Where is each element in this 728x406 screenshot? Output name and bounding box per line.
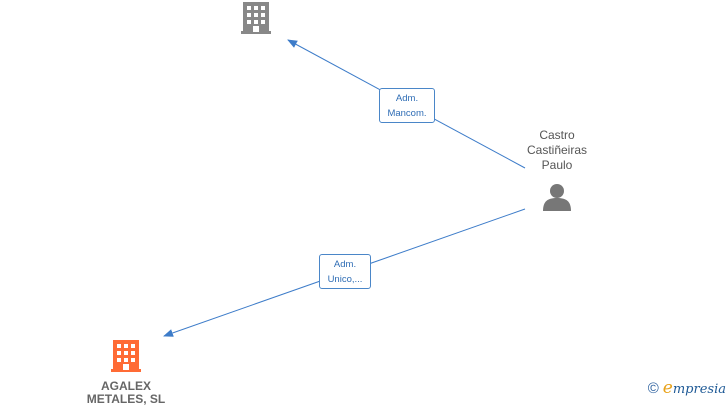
- person-name-line: Paulo: [541, 158, 573, 172]
- empresia-watermark: © empresia: [648, 378, 726, 398]
- empresia-logo: empresia: [662, 378, 726, 398]
- person-name[interactable]: Castro Castiñeiras Paulo: [505, 128, 609, 173]
- person-name-line: Castro: [539, 128, 575, 142]
- edge-label-adm-mancom[interactable]: Adm. Mancom.: [379, 88, 435, 123]
- copyright-icon: ©: [647, 379, 659, 397]
- edge-label-line: Mancom.: [387, 108, 427, 119]
- person-name-line: Castiñeiras: [526, 143, 588, 157]
- edge-label-line: Unico,...: [327, 274, 363, 285]
- edge-label-adm-unico[interactable]: Adm. Unico,...: [319, 254, 371, 289]
- edge-label-line: Adm.: [333, 259, 357, 270]
- building-icon[interactable]: [241, 2, 271, 34]
- edge-label-line: Adm.: [395, 93, 419, 104]
- person-icon[interactable]: [543, 184, 571, 211]
- building-icon[interactable]: [111, 340, 141, 372]
- company-name[interactable]: AGALEX METALES, SL: [64, 380, 188, 406]
- company-name-line: AGALEX: [100, 379, 151, 393]
